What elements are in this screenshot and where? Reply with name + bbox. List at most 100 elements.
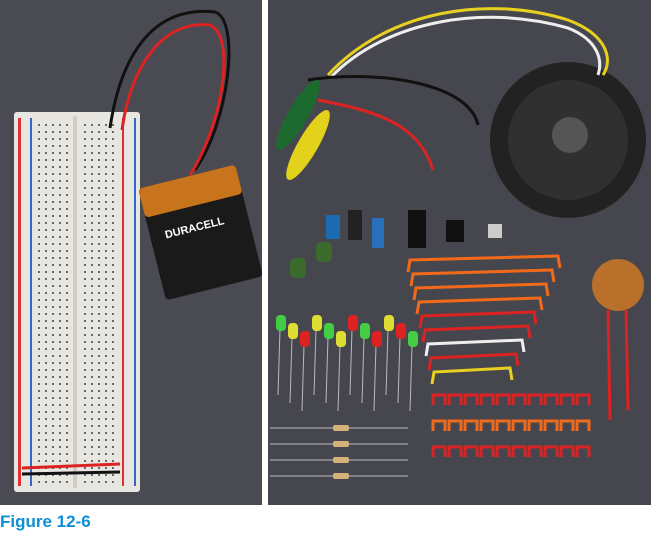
breadboard-hole [105,236,107,238]
breadboard-hole [112,145,114,147]
breadboard-hole [98,432,100,434]
breadboard-hole [112,236,114,238]
breadboard-hole [84,446,86,448]
breadboard-hole [112,313,114,315]
breadboard-hole [98,397,100,399]
breadboard-hole [38,215,40,217]
breadboard-hole [91,250,93,252]
breadboard-hole [66,131,68,133]
breadboard-hole [105,320,107,322]
breadboard-hole [66,404,68,406]
breadboard-hole [112,355,114,357]
battery-9v: DURACELL [139,165,262,300]
breadboard-hole [112,173,114,175]
breadboard-hole [98,355,100,357]
breadboard-hole [45,460,47,462]
breadboard-hole [91,362,93,364]
breadboard-hole [38,180,40,182]
breadboard-hole [52,369,54,371]
breadboard-hole [112,180,114,182]
breadboard-hole [59,362,61,364]
breadboard-hole [66,152,68,154]
breadboard-hole [91,145,93,147]
breadboard-hole [105,138,107,140]
breadboard-hole [52,222,54,224]
breadboard-hole [59,481,61,483]
breadboard-hole [112,474,114,476]
breadboard-hole [91,131,93,133]
breadboard-hole [105,278,107,280]
breadboard-hole [84,439,86,441]
breadboard-hole [84,341,86,343]
breadboard-hole [38,292,40,294]
breadboard-hole [91,404,93,406]
breadboard-hole [52,180,54,182]
breadboard-hole [52,145,54,147]
pot-leads [606,309,630,421]
breadboard-hole [84,313,86,315]
breadboard-hole [112,369,114,371]
breadboard-hole [98,229,100,231]
led-lead [373,344,377,412]
breadboard-hole [112,306,114,308]
breadboard-hole [112,124,114,126]
breadboard-hole [112,383,114,385]
breadboard-hole [66,446,68,448]
breadboard-hole [91,201,93,203]
breadboard-hole [98,320,100,322]
breadboard-hole [45,236,47,238]
ic-chip [446,220,464,242]
breadboard-hole [66,138,68,140]
breadboard-hole [38,299,40,301]
breadboard-hole [112,187,114,189]
led-lead [325,336,329,404]
breadboard-hole [84,362,86,364]
breadboard-hole [84,264,86,266]
breadboard-hole [112,397,114,399]
breadboard-hole [59,425,61,427]
breadboard-hole [66,159,68,161]
breadboard-hole [38,201,40,203]
breadboard-hole [66,348,68,350]
breadboard-hole [52,404,54,406]
breadboard-hole [59,152,61,154]
breadboard-hole [59,446,61,448]
breadboard-hole [38,278,40,280]
breadboard-hole [105,390,107,392]
breadboard-hole [59,236,61,238]
breadboard-hole [59,222,61,224]
breadboard-hole [38,306,40,308]
breadboard-hole [66,432,68,434]
breadboard-hole [112,299,114,301]
green-alligator-clip [276,80,320,150]
breadboard-hole [45,271,47,273]
capacitor [326,215,340,239]
breadboard-hole [38,348,40,350]
jumper-wire [559,419,575,431]
breadboard-hole [38,376,40,378]
breadboard-hole [105,313,107,315]
capacitor [372,218,384,248]
breadboard-hole [98,362,100,364]
breadboard-hole [66,173,68,175]
breadboard-hole [91,481,93,483]
led [408,331,418,347]
breadboard-hole [52,411,54,413]
breadboard-hole [84,348,86,350]
breadboard-hole [66,425,68,427]
breadboard-hole [38,418,40,420]
breadboard-hole [38,355,40,357]
breadboard-hole [59,173,61,175]
breadboard-hole [105,481,107,483]
breadboard-hole [91,383,93,385]
breadboard-hole [84,474,86,476]
breadboard-hole [98,159,100,161]
breadboard-hole [45,292,47,294]
breadboard-hole [105,173,107,175]
breadboard-hole [59,229,61,231]
breadboard-hole [59,145,61,147]
breadboard-hole [112,229,114,231]
breadboard-hole [38,243,40,245]
jumper-wire [495,393,511,405]
breadboard-hole [98,383,100,385]
